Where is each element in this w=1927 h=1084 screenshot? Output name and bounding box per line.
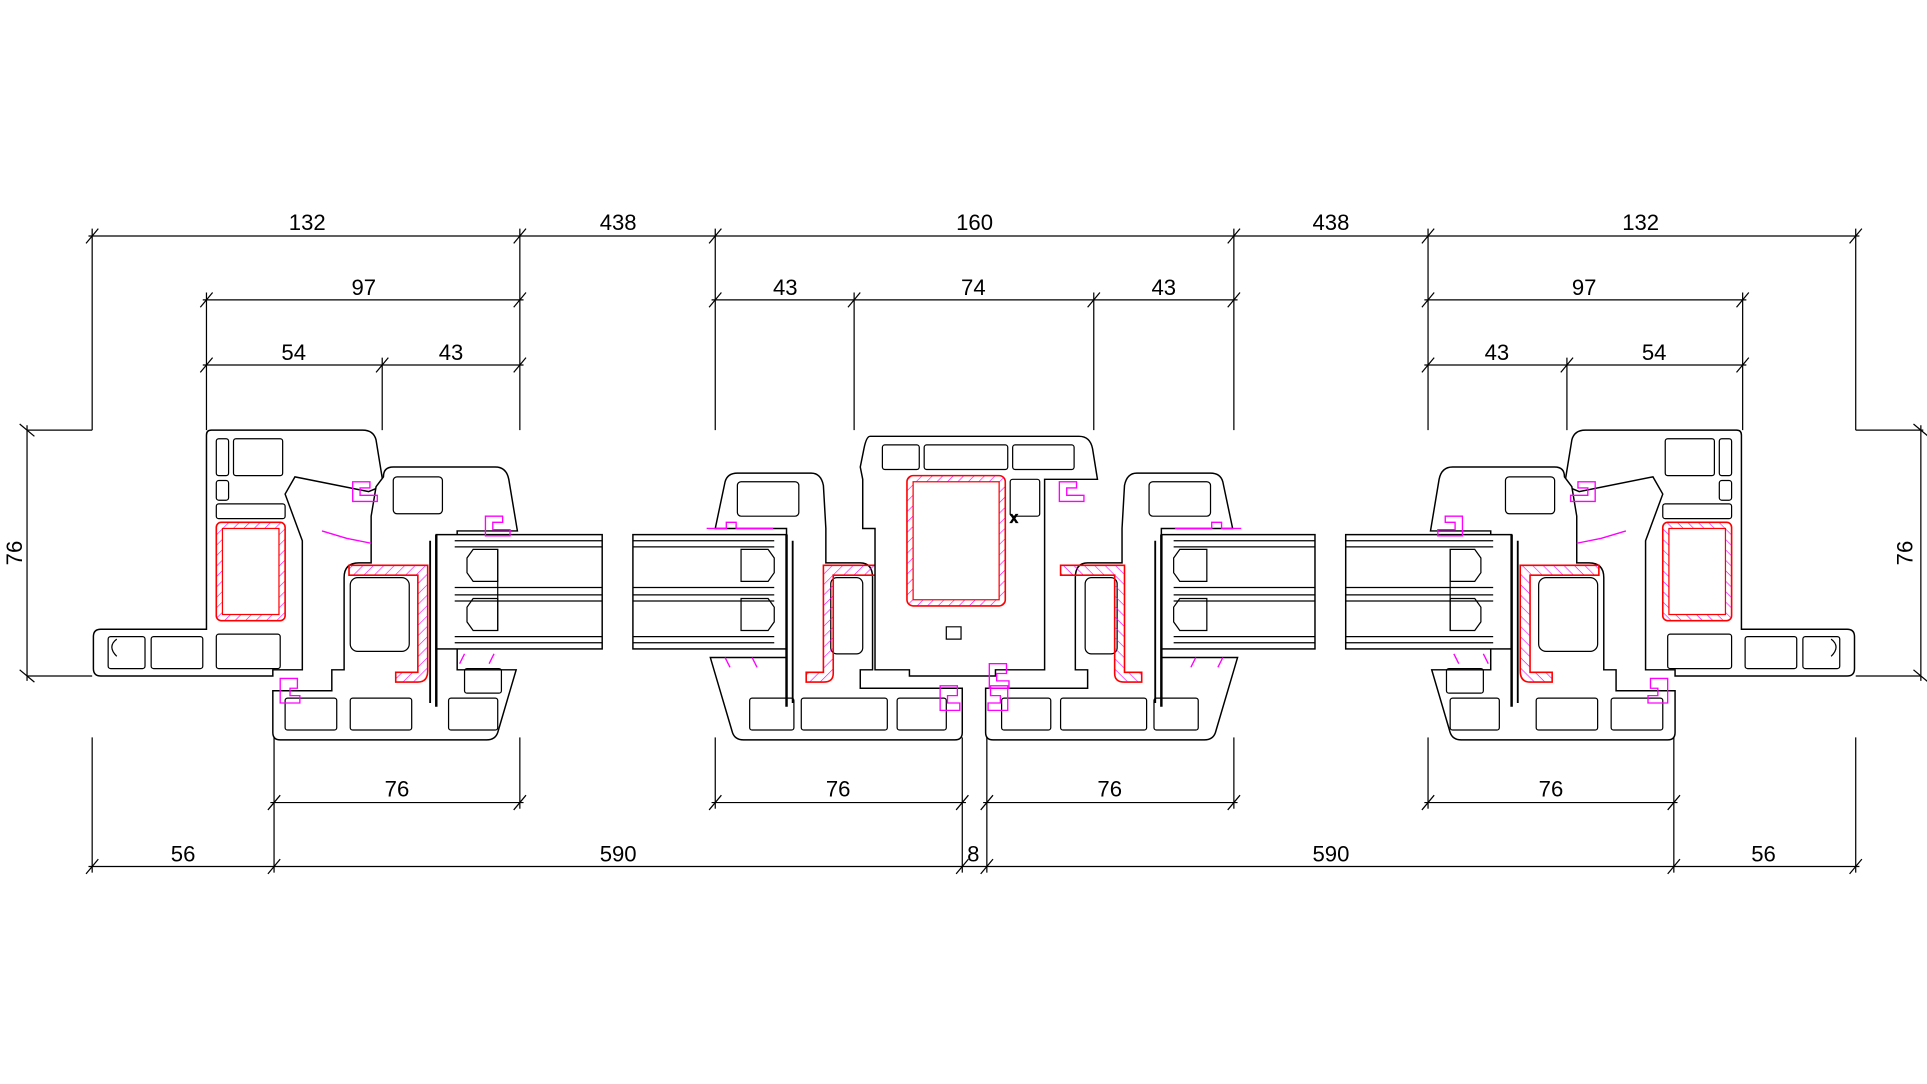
- dim-sash-depth-1: 76: [385, 776, 410, 801]
- dim-mullion: 74: [961, 275, 986, 300]
- dimension-tick: [1736, 357, 1750, 373]
- dim-depth-left: 76: [2, 541, 27, 566]
- dim-sash-right-center: 43: [1152, 275, 1177, 300]
- mullion-profile: x: [859, 435, 1099, 689]
- dim-mullion-total: 160: [956, 210, 993, 235]
- dim-frame-width-left: 132: [289, 210, 326, 235]
- dimension-tick: [847, 292, 861, 308]
- dimension-tick: [708, 292, 722, 308]
- dim-depth-right: 76: [1892, 541, 1917, 566]
- dimension-tick: [513, 228, 527, 244]
- dim-frame-right: 54: [1642, 340, 1667, 365]
- dimension-tick: [267, 858, 281, 875]
- dimension-tick: [980, 794, 994, 811]
- profile-half-right: [984, 428, 1856, 742]
- dim-gap: 8: [967, 842, 979, 867]
- dimension-tick: [513, 357, 527, 373]
- dimension-tick: [1227, 794, 1241, 811]
- dimension-tick: [1667, 858, 1681, 875]
- svg-text:x: x: [1010, 510, 1018, 526]
- dimension-tick: [980, 858, 994, 875]
- dimension-tick: [955, 858, 969, 875]
- dimension-lines: [26, 228, 1924, 873]
- gaskets-center: [706, 521, 961, 712]
- dimension-tick: [513, 292, 527, 308]
- dim-frame-left: 54: [281, 340, 306, 365]
- dimension-tick: [1560, 357, 1574, 373]
- dim-frame-sash-right: 97: [1572, 275, 1597, 300]
- dim-sash-left-center: 43: [773, 275, 798, 300]
- dim-sash-right: 43: [1485, 340, 1510, 365]
- dimension-tick: [1849, 858, 1863, 875]
- dimension-tick: [1227, 228, 1241, 244]
- dimension-tick: [708, 794, 722, 811]
- dim-offset-left: 56: [171, 842, 196, 867]
- dimension-tick: [1227, 292, 1241, 308]
- dimension-tick: [1913, 423, 1927, 437]
- dim-sash-left: 43: [439, 340, 464, 365]
- dim-sash-depth-4: 76: [1539, 776, 1564, 801]
- dimension-tick: [19, 669, 35, 683]
- dimension-tick: [85, 858, 99, 875]
- dimension-tick: [1736, 292, 1750, 308]
- center-sash-chambers: [736, 481, 947, 731]
- steel-reinforcement-center-sash: [805, 564, 889, 683]
- dimension-tick: [1667, 794, 1681, 811]
- dimension-tick: [1913, 669, 1927, 682]
- dimension-tick: [267, 794, 281, 811]
- dimension-tick: [19, 423, 35, 437]
- gaskets-left: [279, 481, 511, 704]
- dimension-labels: 132 438 160 438 132 97 43 74 43 97 54 43…: [2, 210, 1917, 867]
- dim-glass-right: 438: [1313, 210, 1350, 235]
- dimension-tick: [1849, 228, 1863, 244]
- dim-sash-span-left: 590: [600, 842, 637, 867]
- dimension-tick: [1087, 292, 1101, 308]
- dimension-tick: [1421, 292, 1435, 308]
- dim-sash-span-right: 590: [1313, 842, 1350, 867]
- frame-chambers: [107, 438, 286, 670]
- dim-sash-depth-2: 76: [826, 776, 851, 801]
- dimension-tick: [708, 228, 722, 244]
- dim-sash-depth-3: 76: [1097, 776, 1122, 801]
- profile-half-left: [92, 429, 964, 741]
- dimension-tick: [85, 228, 99, 244]
- dimension-tick: [199, 357, 214, 373]
- dimension-tick: [513, 794, 527, 811]
- dim-glass-left: 438: [600, 210, 637, 235]
- dimension-tick: [375, 357, 389, 373]
- dim-offset-right: 56: [1751, 842, 1776, 867]
- dimension-tick: [199, 292, 214, 308]
- dimension-tick: [1421, 794, 1435, 811]
- dimension-tick: [1421, 357, 1435, 373]
- dimension-ticks: [19, 228, 1927, 875]
- dimension-tick: [1421, 228, 1435, 244]
- steel-reinforcement-sash: [348, 564, 429, 683]
- sash-chambers: [284, 476, 503, 731]
- dim-frame-sash-left: 97: [351, 275, 376, 300]
- dim-frame-width-right: 132: [1622, 210, 1659, 235]
- dimension-tick: [955, 794, 969, 811]
- glazing-unit-left: [429, 533, 603, 707]
- glazing-unit-center: [632, 533, 794, 707]
- center-sash-profile: [709, 472, 964, 741]
